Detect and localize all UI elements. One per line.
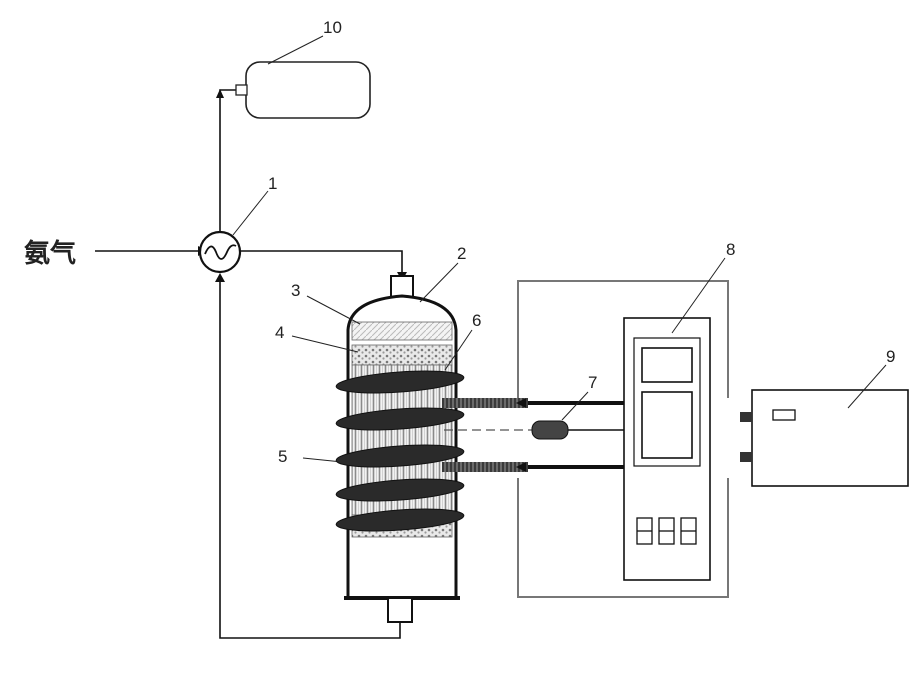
display-screen: [642, 348, 692, 382]
inlet-gas-label: 氨气: [24, 238, 76, 269]
label-part-9: 9: [886, 347, 895, 366]
return-arrow: [215, 273, 225, 282]
digit-display: [637, 518, 696, 544]
controller-panel: [642, 392, 692, 458]
label-part-2: 2: [457, 244, 466, 263]
tank-feed-line: [220, 90, 236, 233]
reactor-feed-line: [240, 251, 402, 276]
label-part-6: 6: [472, 311, 481, 330]
label-part-1: 1: [268, 174, 277, 193]
label-part-10: 10: [323, 18, 342, 37]
power-supply: [740, 365, 908, 486]
label-part-4: 4: [275, 323, 284, 342]
gas-storage-tank: [236, 36, 370, 118]
control-cabinet: [624, 258, 725, 580]
heat-exchanger-icon: [200, 191, 268, 272]
label-part-5: 5: [278, 447, 287, 466]
reactor-vessel: [292, 263, 460, 622]
label-part-8: 8: [726, 240, 735, 259]
label-part-3: 3: [291, 281, 300, 300]
label-part-7: 7: [588, 373, 597, 392]
